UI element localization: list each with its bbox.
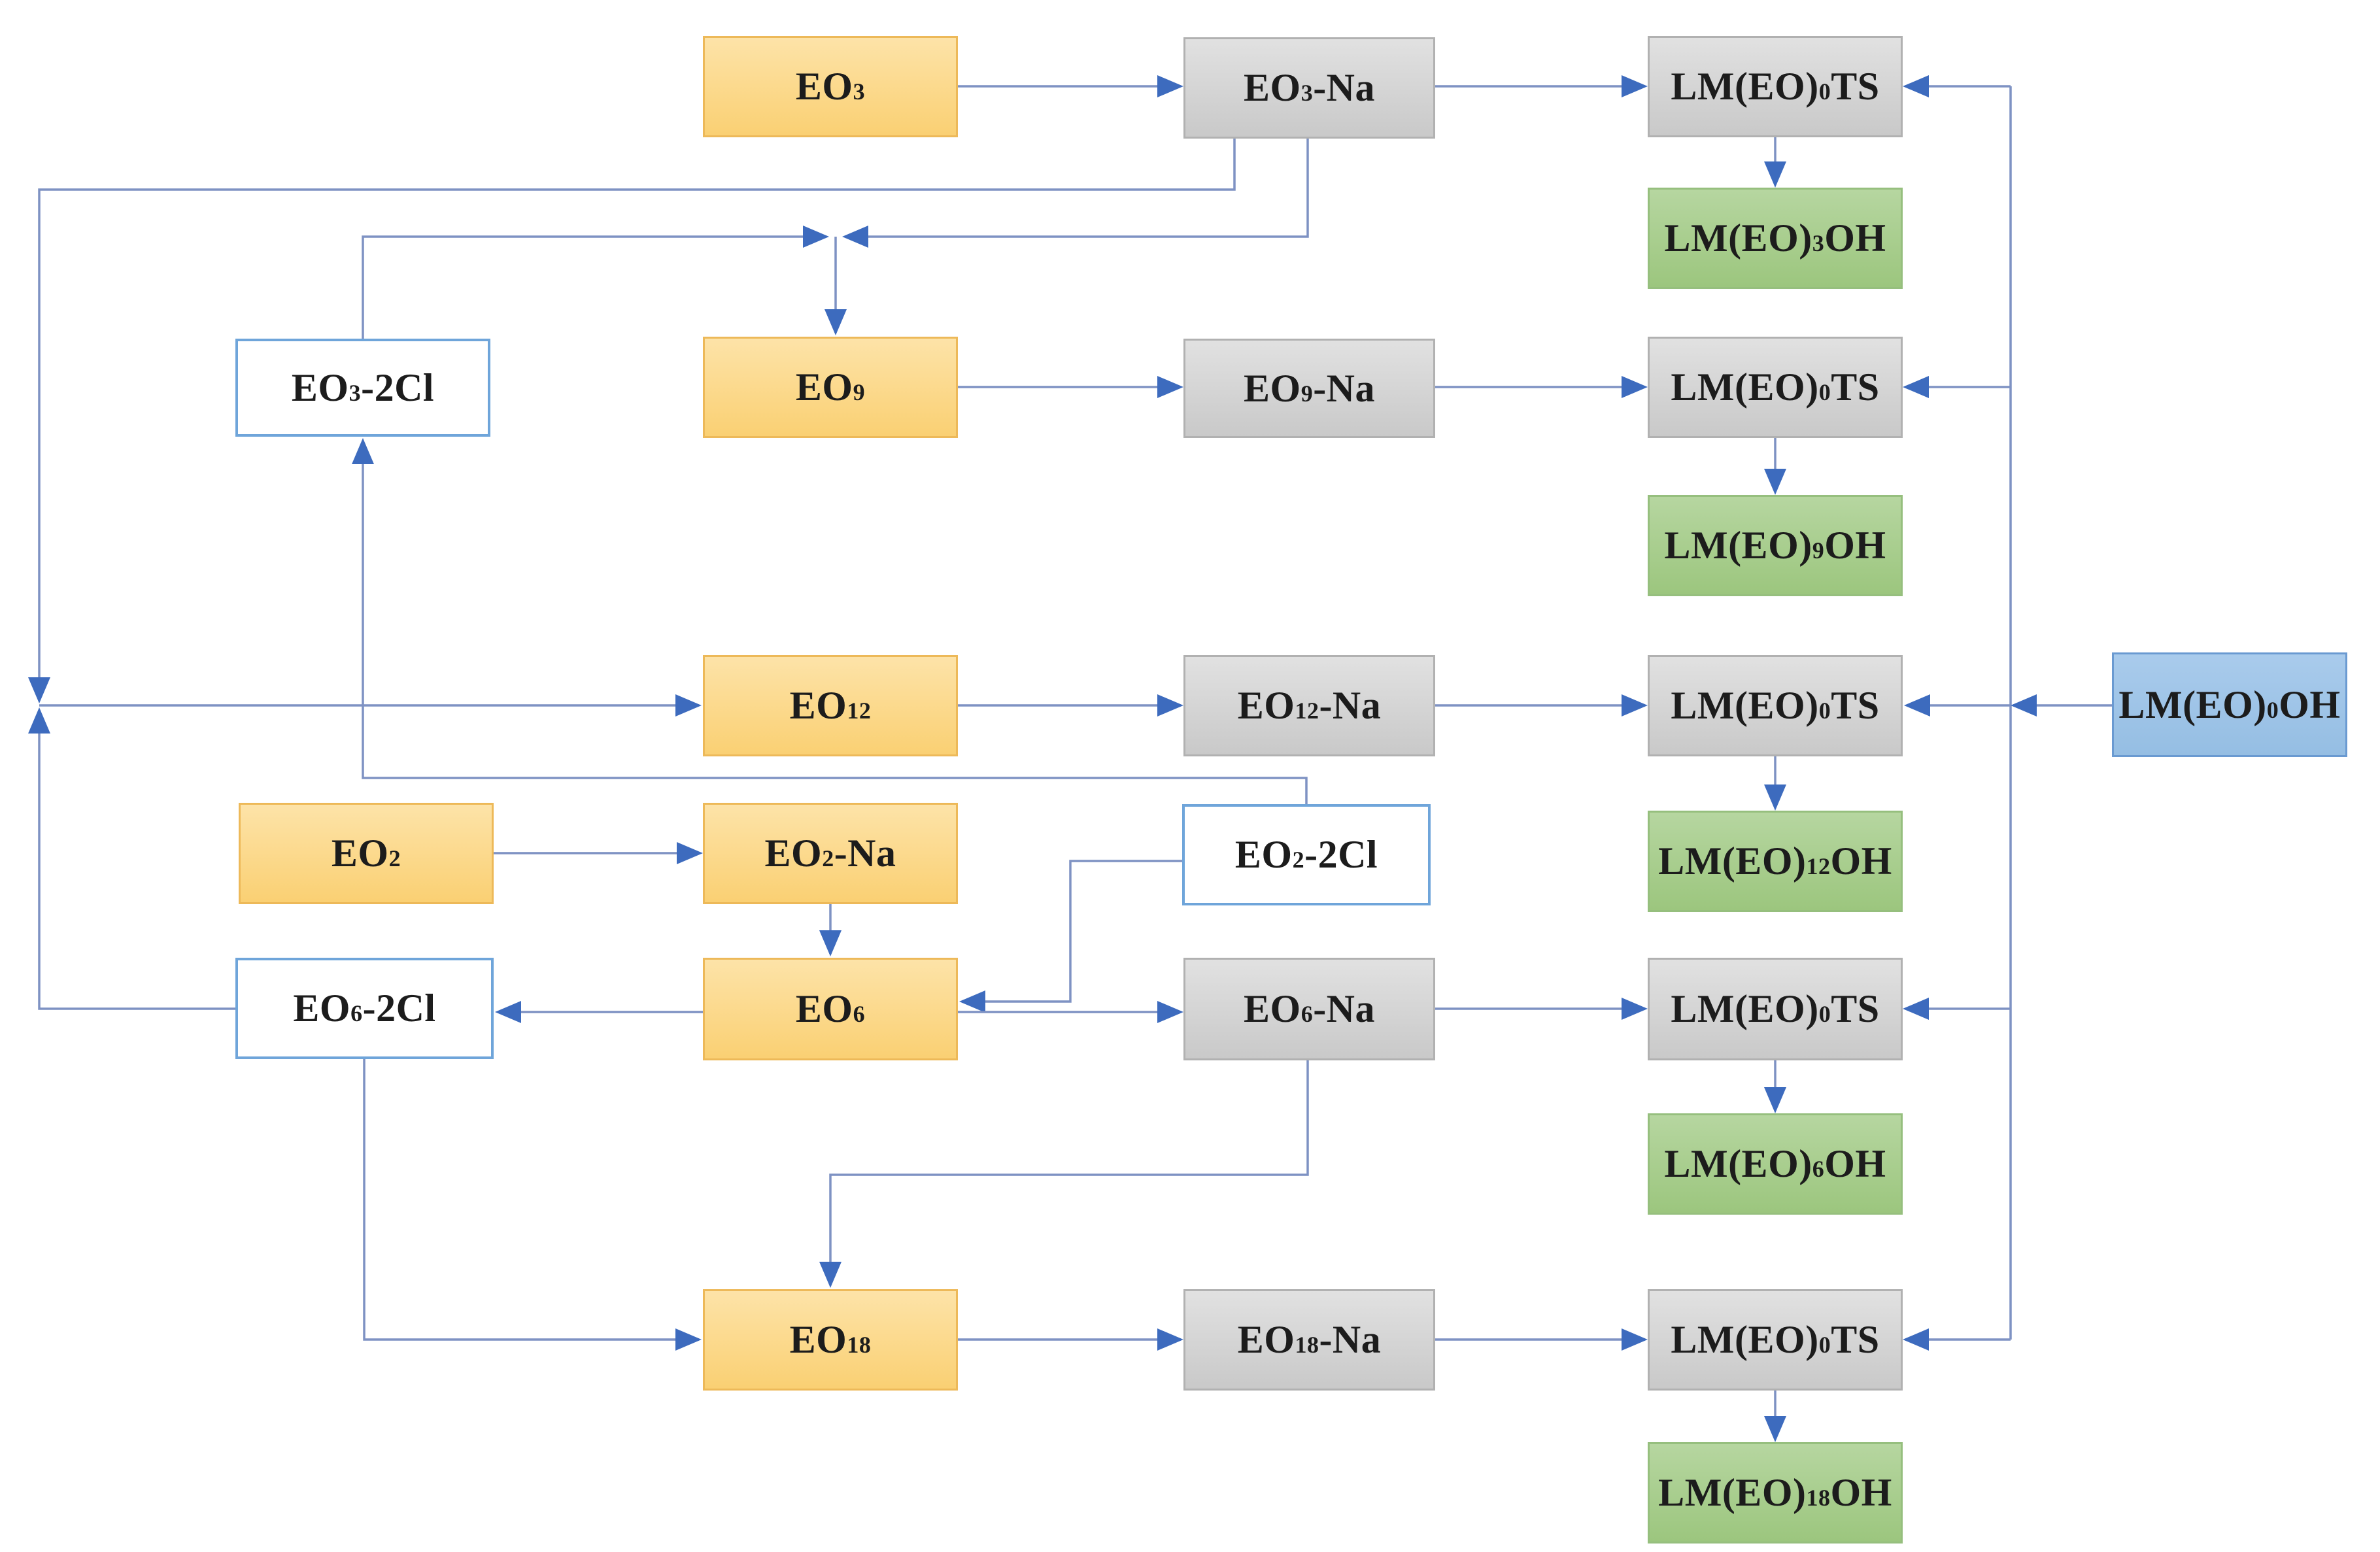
label-text: TS	[1831, 987, 1880, 1030]
label-text: LM(EO)	[1664, 524, 1812, 567]
label-text: OH	[1830, 839, 1892, 883]
label-text: -Na	[1319, 684, 1382, 727]
label-text: EO	[764, 832, 823, 875]
label-text: LM(EO)	[1671, 365, 1819, 409]
label-text: EO	[1243, 987, 1301, 1030]
label-text: -2Cl	[361, 365, 435, 409]
label-text: EO	[789, 1318, 847, 1361]
label-text: -Na	[1319, 1318, 1382, 1361]
label-text: EO	[293, 987, 351, 1030]
edge-eo3na-to-eo9-junction	[842, 139, 1309, 248]
label-text: LM(EO)	[2118, 683, 2267, 726]
label-text: LM(EO)	[1671, 987, 1819, 1030]
label-text: OH	[1824, 524, 1886, 567]
label-text: LM(EO)	[1658, 839, 1807, 883]
label-text: OH	[2279, 683, 2341, 726]
label-text: TS	[1831, 684, 1880, 727]
label-text: -Na	[1313, 66, 1375, 109]
label-text: -Na	[1313, 366, 1375, 410]
label-text: -Na	[1313, 987, 1375, 1030]
label-text: TS	[1831, 65, 1880, 108]
label-text: -Na	[834, 832, 896, 875]
label-text: EO	[1237, 684, 1295, 727]
edge-eo6cl2-to-left-junction	[28, 707, 235, 1010]
edge-eo3na-to-left-bus	[28, 139, 1236, 703]
label-text: EO	[331, 832, 389, 875]
label-text: EO	[1243, 66, 1301, 109]
label-text: LM(EO)	[1671, 1318, 1819, 1361]
label-text: LM(EO)	[1664, 216, 1812, 260]
label-text: EO	[1243, 366, 1301, 410]
label-text: LM(EO)	[1664, 1142, 1812, 1185]
label-text: -2Cl	[362, 987, 436, 1030]
label-text: EO	[795, 987, 853, 1030]
edge-eo2cl2-to-eo3cl2	[352, 438, 1308, 804]
label-text: EO	[795, 65, 853, 108]
edge-eo6na-to-eo18	[819, 1060, 1309, 1288]
label-text: TS	[1831, 1318, 1880, 1361]
label-text: EO	[291, 365, 349, 409]
label-text: LM(EO)	[1671, 65, 1819, 108]
edge-eo2cl2-to-eo6	[959, 860, 1182, 1013]
label-text: OH	[1824, 1142, 1886, 1185]
label-text: EO	[789, 684, 847, 727]
label-text: EO	[1234, 833, 1293, 876]
label-text: -2Cl	[1304, 833, 1378, 876]
label-text: OH	[1830, 1471, 1892, 1514]
label-text: LM(EO)	[1658, 1471, 1807, 1514]
edge-eo6cl2-to-eo18	[363, 1059, 702, 1351]
label-text: EO	[1237, 1318, 1295, 1361]
label-text: EO	[795, 365, 853, 409]
label-text: TS	[1831, 365, 1880, 409]
edge-eo3cl2-to-eo9-junction	[362, 226, 829, 339]
label-text: OH	[1824, 216, 1886, 260]
label-text: LM(EO)	[1671, 684, 1819, 727]
